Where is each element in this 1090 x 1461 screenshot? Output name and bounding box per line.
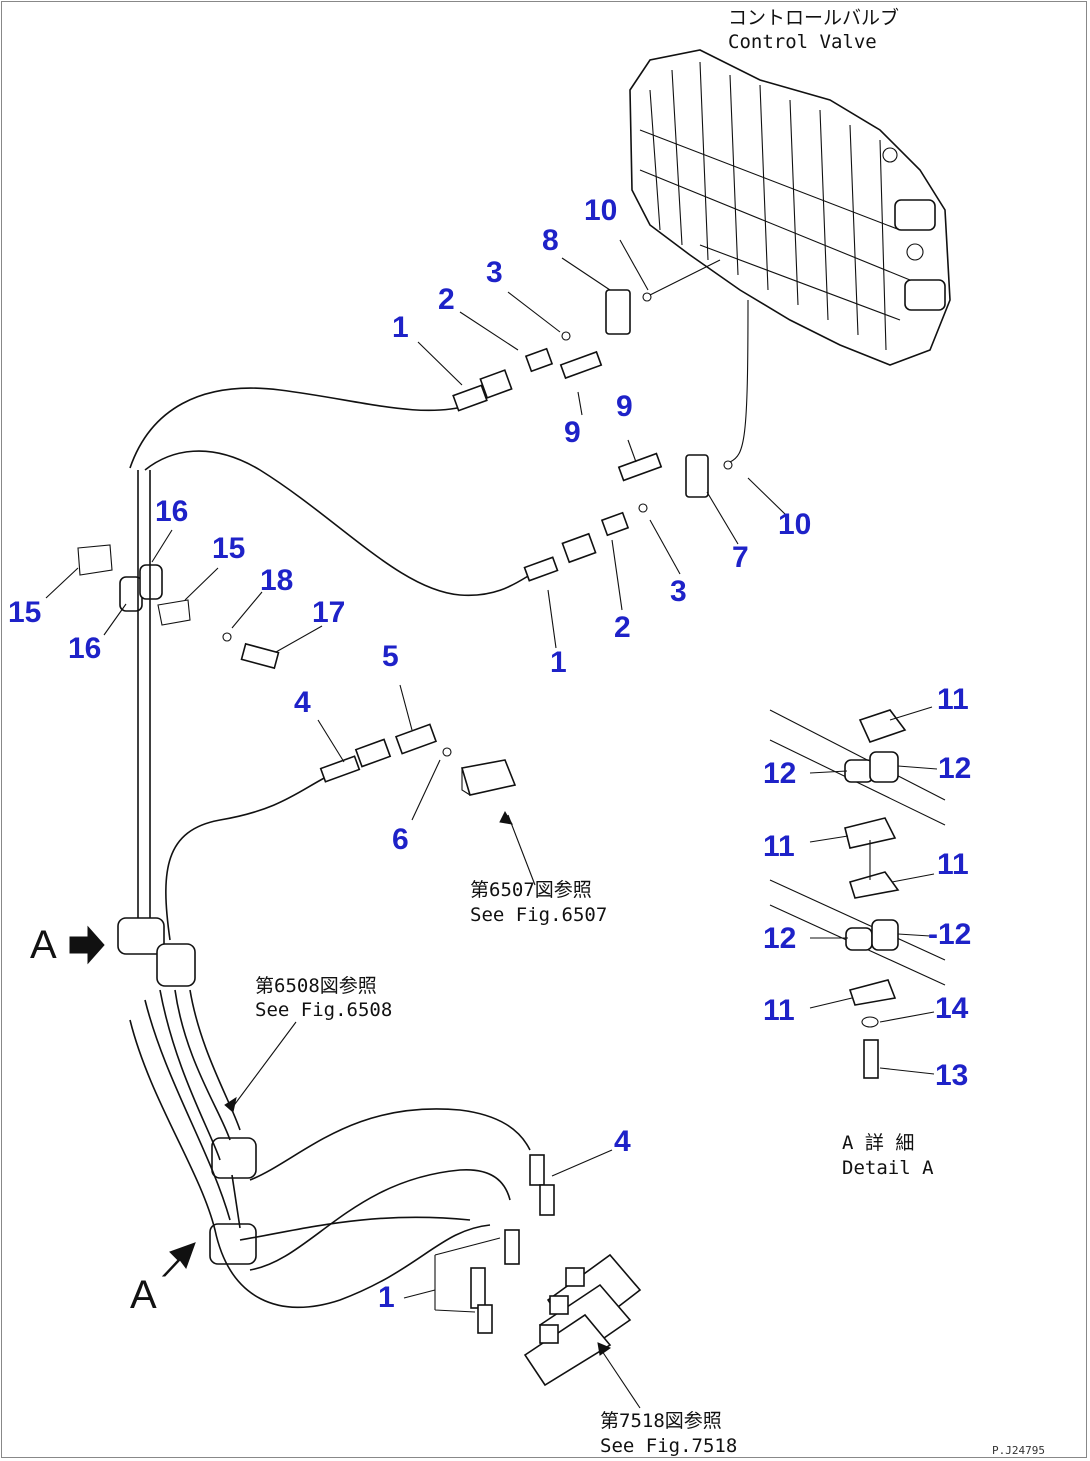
- callout-4: 4: [614, 1125, 631, 1158]
- arrow-tip-7518: [597, 1342, 612, 1356]
- callout-15: 15: [8, 596, 42, 629]
- callout-minus: -: [928, 918, 938, 951]
- ref-7518-jp: 第7518図参照: [600, 1410, 722, 1432]
- callout-12: 12: [938, 752, 972, 785]
- upper-hose: [129, 259, 721, 597]
- callout-1: 1: [378, 1281, 395, 1314]
- view-marker-A-lower: A: [130, 1273, 157, 1317]
- callout-16: 16: [155, 495, 189, 528]
- callout-1: 1: [392, 311, 409, 344]
- callout-3: 3: [486, 256, 503, 289]
- callout-11: 11: [763, 994, 795, 1027]
- callout-9: 9: [564, 416, 581, 449]
- ref-6507-jp: 第6507図参照: [470, 879, 592, 901]
- ref-6508-jp: 第6508図参照: [255, 975, 377, 997]
- pedal-block: [523, 1253, 642, 1387]
- leader-lines: [45, 239, 938, 1409]
- callout-10: 10: [584, 194, 618, 227]
- lower-hose: [523, 299, 749, 582]
- callout-14: 14: [935, 992, 969, 1025]
- lower-hose-bundle: [129, 989, 555, 1334]
- ref-6507-en: See Fig.6507: [470, 904, 608, 926]
- middle-hose: [165, 723, 517, 941]
- callout-5: 5: [382, 640, 399, 673]
- clamps-at-A: [117, 917, 257, 1265]
- callout-7: 7: [732, 541, 749, 574]
- arrow-tip-6507: [499, 810, 513, 825]
- callout-6: 6: [392, 823, 409, 856]
- sheet-id: P.J24795: [992, 1444, 1045, 1457]
- arrow-right-icon: [69, 925, 105, 965]
- callout-11: 11: [937, 683, 969, 716]
- callout-11: 11: [763, 830, 795, 863]
- callout-12: 12: [763, 757, 797, 790]
- callout-9: 9: [616, 390, 633, 423]
- arrow-up-right-icon: [161, 1242, 196, 1277]
- callout-16: 16: [68, 632, 102, 665]
- ref-6508-en: See Fig.6508: [255, 999, 393, 1021]
- detail-label-en: Detail A: [842, 1157, 934, 1179]
- callout-2: 2: [614, 611, 631, 644]
- clamp-assembly-left: [77, 470, 280, 930]
- callout-17: 17: [312, 596, 346, 629]
- arrow-tip-6508: [224, 1096, 237, 1113]
- callout-18: 18: [260, 564, 294, 597]
- control-valve-label-jp: コントロールバルブ: [728, 7, 900, 29]
- callout-13: 13: [935, 1059, 969, 1092]
- callout-12: 12: [938, 918, 972, 951]
- control-valve-drawing: [629, 49, 951, 366]
- callout-15: 15: [212, 532, 246, 565]
- view-marker-A-upper: A: [30, 923, 57, 967]
- callout-2: 2: [438, 283, 455, 316]
- callout-11: 11: [937, 848, 969, 881]
- detail-label-jp: A 詳 細: [842, 1132, 915, 1154]
- ref-7518-en: See Fig.7518: [600, 1435, 738, 1457]
- callout-3: 3: [670, 575, 687, 608]
- control-valve-label-en: Control Valve: [728, 31, 877, 53]
- callout-8: 8: [542, 224, 559, 257]
- callout-1: 1: [550, 646, 567, 679]
- detail-A-drawing: [769, 709, 946, 1079]
- callout-4: 4: [294, 686, 311, 719]
- callout-12: 12: [763, 922, 797, 955]
- callout-10: 10: [778, 508, 812, 541]
